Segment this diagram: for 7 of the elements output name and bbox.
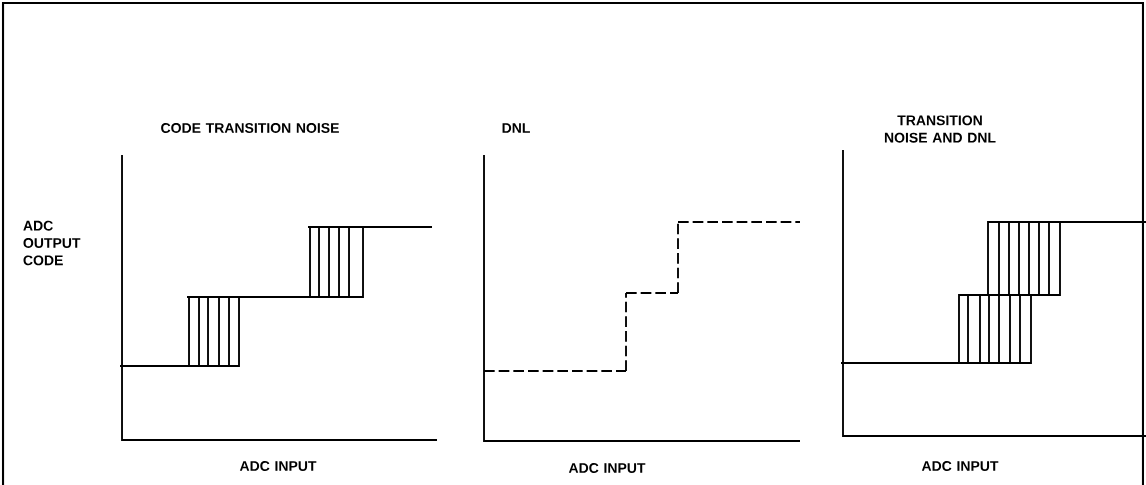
panel-title: TRANSITION NOISE AND DNL	[884, 115, 996, 143]
axis-label: ADC OUTPUT CODE	[23, 220, 81, 266]
panel-title: CODE TRANSITION NOISE	[161, 123, 339, 133]
axis-label: ADC INPUT	[921, 461, 999, 471]
axis-label: ADC INPUT	[239, 461, 317, 471]
panel-title: DNL	[502, 123, 530, 133]
axis-label: ADC INPUT	[568, 463, 646, 473]
